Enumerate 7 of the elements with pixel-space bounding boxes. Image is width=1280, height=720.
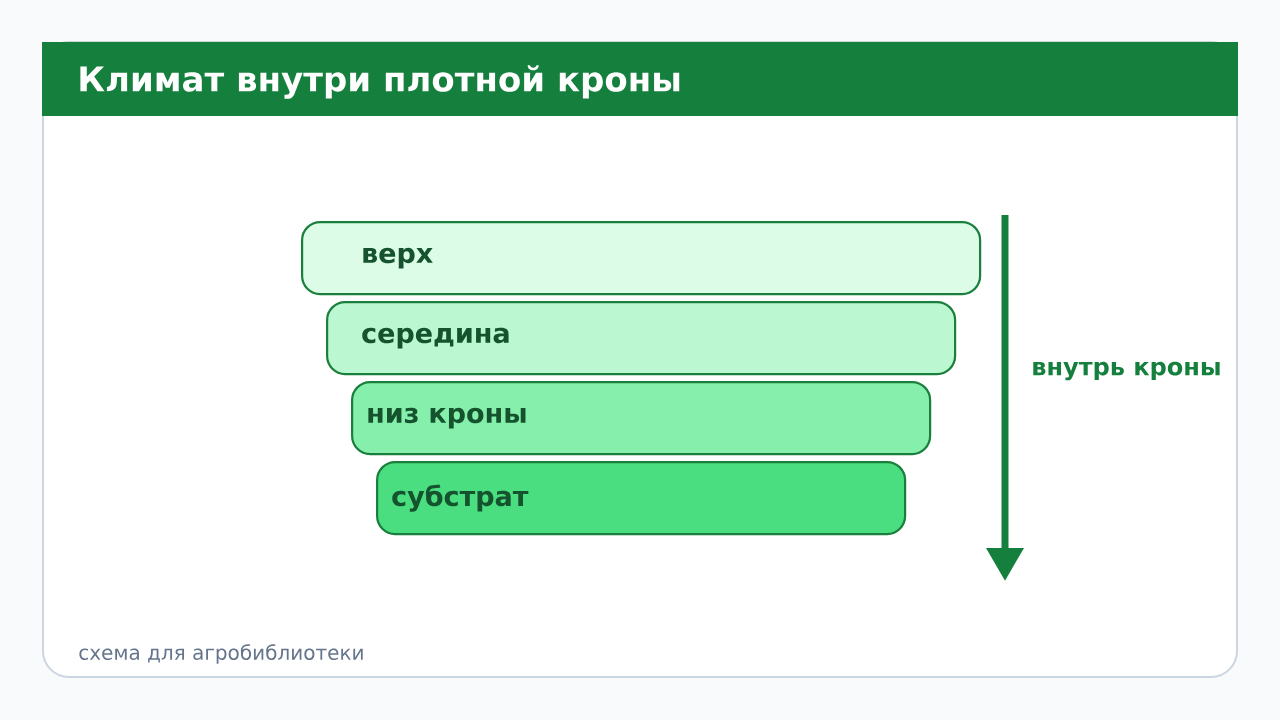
layer-box: низ кроны	[351, 381, 932, 456]
layer-box: субстрат	[376, 461, 907, 536]
layer-box: верх	[301, 221, 982, 296]
layer-box: середина	[326, 301, 957, 376]
arrow-label: внутрь кроны	[1033, 361, 1220, 381]
footer-note: схема для агробиблиотеки	[79, 644, 363, 664]
title-bar: Климат внутри плотной кроны	[42, 42, 1238, 116]
